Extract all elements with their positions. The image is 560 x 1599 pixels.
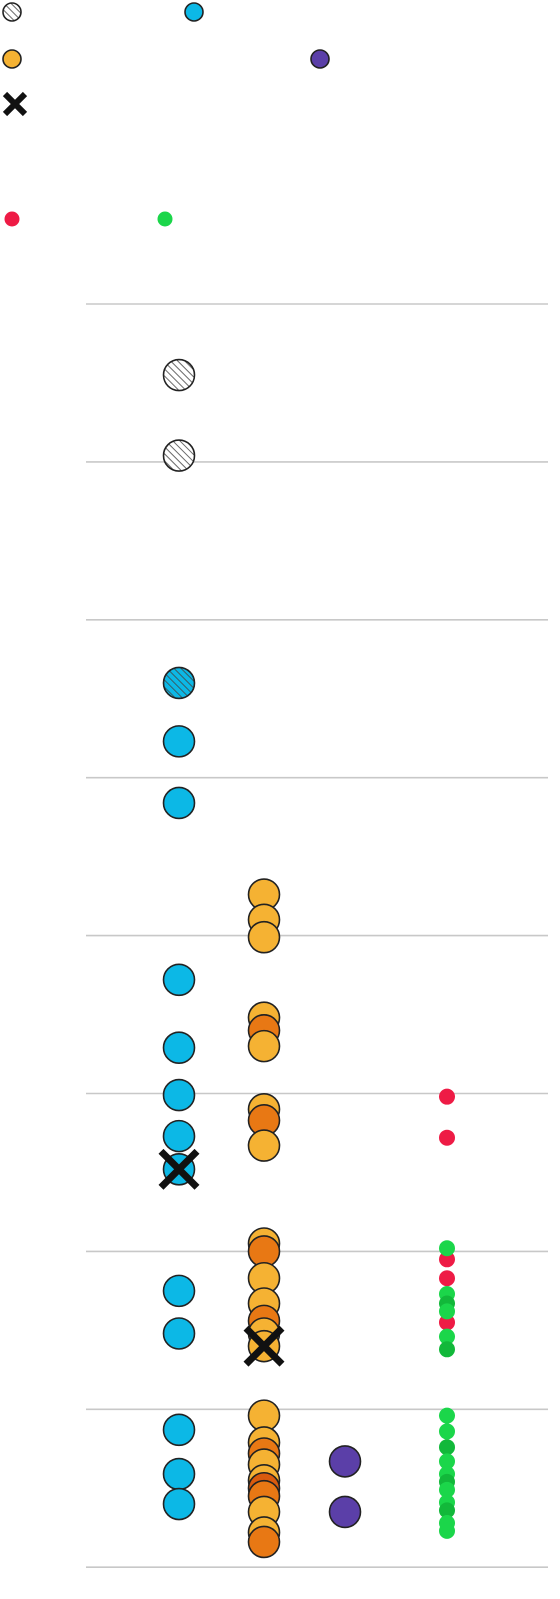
green-dot-point-16: [439, 1522, 455, 1539]
blue-circle-point-1: [162, 786, 196, 820]
red-dot-point-3: [439, 1270, 455, 1287]
legend-red-dot: [4, 211, 20, 227]
orange-circle-point-2: [247, 920, 281, 954]
green-dot-point-6: [439, 1407, 455, 1424]
blue-circle-point-9: [162, 1413, 196, 1447]
orange-circle-point-25: [247, 1525, 281, 1559]
data-points: [158, 358, 455, 1559]
orange-circle-point-5: [247, 1029, 281, 1063]
legend-hatched-circle: [2, 2, 22, 22]
red-dot-point-2: [439, 1251, 455, 1268]
purple-circle-point-1: [328, 1495, 362, 1529]
legend: [2, 2, 330, 227]
legend-orange-circle: [2, 49, 22, 69]
purple-circle-point-0: [328, 1445, 362, 1478]
blue-circle-point-7: [162, 1274, 196, 1308]
blue-circle-point-3: [162, 1031, 196, 1065]
blue-circle-point-5: [162, 1119, 196, 1153]
cross-point-0: [158, 1148, 200, 1190]
blue-circle-point-4: [162, 1078, 196, 1112]
legend-green-dot: [157, 211, 173, 227]
hatched-circle-point-2: [162, 666, 196, 700]
blue-circle-point-0: [162, 725, 196, 758]
green-dot-point-5: [439, 1341, 455, 1358]
gridlines: [86, 303, 548, 1568]
red-dot-point-1: [439, 1129, 455, 1146]
cross-point-1: [243, 1325, 285, 1367]
blue-circle-point-10: [162, 1457, 196, 1491]
hatched-circle-point-1: [162, 439, 196, 472]
hatched-circle-point-0: [162, 358, 196, 392]
red-dot-point-4: [439, 1314, 455, 1331]
green-dot-point-4: [439, 1328, 455, 1345]
legend-cross: [2, 91, 28, 117]
green-dot-point-14: [439, 1502, 455, 1519]
legend-purple-circle: [310, 49, 330, 69]
green-dot-point-3: [439, 1303, 455, 1320]
orange-circle-point-8: [247, 1129, 281, 1162]
green-dot-point-9: [439, 1453, 455, 1470]
green-dot-point-12: [439, 1481, 455, 1498]
blue-circle-point-2: [162, 963, 196, 997]
blue-circle-point-11: [162, 1487, 196, 1521]
green-dot-point-0: [439, 1240, 455, 1257]
red-dot-point-0: [439, 1088, 455, 1105]
legend-blue-circle: [184, 2, 204, 22]
blue-circle-point-8: [162, 1317, 196, 1350]
green-dot-point-8: [439, 1439, 455, 1456]
green-dot-point-7: [439, 1423, 455, 1440]
